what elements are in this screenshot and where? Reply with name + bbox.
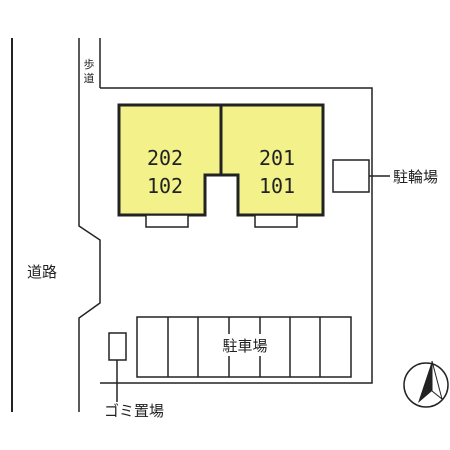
unit-label-202: 202: [147, 146, 183, 170]
road-label: 道路: [27, 263, 57, 281]
unit-label-201: 201: [259, 146, 295, 170]
property-boundary: [100, 87, 373, 384]
unit-label-102: 102: [147, 174, 183, 198]
sidewalk-label-chars: 歩: [84, 57, 95, 71]
entrance-step-left: [145, 214, 189, 228]
bicycle-parking-label: 駐輪場: [393, 168, 438, 186]
entrance-step-right: [254, 214, 298, 228]
garbage-area: [108, 332, 127, 361]
north-arrow-icon: [403, 360, 449, 408]
parking-label: 駐車場: [222, 337, 267, 355]
garbage-label: ゴミ置場: [104, 402, 164, 420]
sidewalk-label-chars-2: 道: [84, 71, 95, 85]
sidewalk-label: 歩道: [84, 57, 95, 85]
bicycle-parking-area: [332, 159, 370, 193]
parking-label-bg: [218, 334, 272, 356]
unit-label-101: 101: [259, 174, 295, 198]
sidewalk-edge-line: [78, 38, 101, 412]
